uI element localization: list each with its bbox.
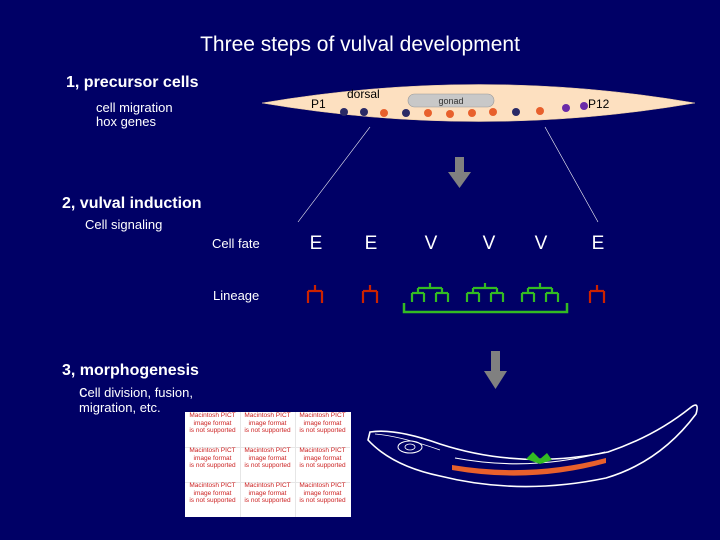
- p12-label: P12: [588, 97, 610, 111]
- down-arrow-upper: [448, 157, 471, 188]
- pict-placeholder-line: image format: [303, 419, 342, 427]
- pict-placeholder-line: Macintosh PICT: [244, 412, 291, 419]
- pict-placeholder-line: is not supported: [189, 497, 236, 504]
- pict-placeholder-line: Macintosh PICT: [189, 482, 236, 489]
- pict-placeholder-line: is not supported: [299, 427, 346, 434]
- worm-vulva-site: [526, 452, 552, 464]
- zoom-guide-right: [544, 126, 599, 223]
- precursor-cells: [340, 102, 588, 118]
- cell-fate-p6: V: [482, 233, 496, 254]
- pict-placeholder-line: is not supported: [244, 427, 291, 434]
- dorsal-label: dorsal: [347, 87, 380, 101]
- pict-placeholder-line: image format: [248, 489, 287, 497]
- lineage-e-p3: [306, 285, 324, 303]
- precursor-cell: [380, 109, 388, 117]
- lineage-v-p6: [465, 283, 505, 302]
- cell-fate-p7: V: [534, 233, 548, 254]
- precursor-cell: [580, 102, 588, 110]
- cell-fate-p5: V: [424, 233, 438, 254]
- precursor-cell: [512, 108, 520, 116]
- pict-placeholder-line: Macintosh PICT: [189, 447, 236, 454]
- pict-placeholder-line: image format: [193, 419, 232, 427]
- cell-fate-p3: E: [309, 233, 323, 254]
- pict-placeholder-line: image format: [193, 489, 232, 497]
- pict-placeholder-line: is not supported: [189, 427, 236, 434]
- worm-vulva-tissue: [452, 458, 606, 476]
- step3-heading: 3, morphogenesis: [62, 362, 199, 379]
- step2-heading: 2, vulval induction: [62, 195, 202, 212]
- pict-placeholder-line: image format: [303, 454, 342, 462]
- lineage-e-p4: [361, 285, 379, 303]
- vulva-bracket: [402, 303, 569, 314]
- precursor-cell: [446, 110, 454, 118]
- gonad-label: gonad: [438, 96, 463, 106]
- adult-worm: [367, 404, 698, 488]
- pict-placeholder-line: is not supported: [189, 462, 236, 469]
- zoom-guide-left: [297, 126, 371, 223]
- lineage-label: Lineage: [213, 288, 260, 303]
- step3-detail-migration: migration, etc.: [79, 400, 161, 415]
- pict-placeholder-line: image format: [193, 454, 232, 462]
- worm-pharynx: [397, 440, 423, 454]
- cell-fate-label: Cell fate: [212, 236, 260, 251]
- pict-placeholder-line: Macintosh PICT: [244, 447, 291, 454]
- lineage-v-p7: [520, 283, 560, 302]
- lineage-e-p8: [588, 285, 606, 303]
- pict-placeholder-line: is not supported: [244, 497, 291, 504]
- lineage-v-p5: [410, 283, 450, 302]
- page-title: Three steps of vulval development: [200, 33, 520, 56]
- precursor-cell: [402, 109, 410, 117]
- cell-fate-p8: E: [591, 233, 605, 254]
- pict-placeholder-line: Macintosh PICT: [189, 412, 236, 419]
- cell-fate-p4: E: [364, 233, 378, 254]
- pict-placeholder-line: image format: [303, 489, 342, 497]
- pict-placeholder-line: Macintosh PICT: [244, 482, 291, 489]
- step2-detail-signaling: Cell signaling: [85, 217, 163, 232]
- down-arrow-lower: [484, 351, 507, 389]
- pict-placeholder-line: is not supported: [299, 497, 346, 504]
- pict-placeholder-line: image format: [248, 454, 287, 462]
- step3-detail-division: cell division, fusion,: [79, 382, 193, 401]
- pict-placeholder-line: Macintosh PICT: [299, 447, 346, 454]
- pict-placeholder-line: image format: [248, 419, 287, 427]
- precursor-cell: [468, 109, 476, 117]
- precursor-cell: [424, 109, 432, 117]
- step1-detail-migration: cell migration: [96, 100, 173, 115]
- precursor-cell: [536, 107, 544, 115]
- precursor-cell: [489, 108, 497, 116]
- pict-placeholder-line: Macintosh PICT: [299, 482, 346, 489]
- gonad-shape: [407, 93, 495, 108]
- pict-placeholder-line: is not supported: [244, 462, 291, 469]
- step1-detail-hox: hox genes: [96, 114, 156, 129]
- step1-heading: 1, precursor cells: [66, 74, 199, 91]
- pict-placeholder-line: Macintosh PICT: [299, 412, 346, 419]
- pict-placeholder-line: is not supported: [299, 462, 346, 469]
- precursor-cell: [360, 108, 368, 116]
- worm-gonad-arm: [454, 451, 606, 465]
- precursor-cell: [340, 108, 348, 116]
- p1-label: P1: [311, 97, 326, 111]
- precursor-cell: [562, 104, 570, 112]
